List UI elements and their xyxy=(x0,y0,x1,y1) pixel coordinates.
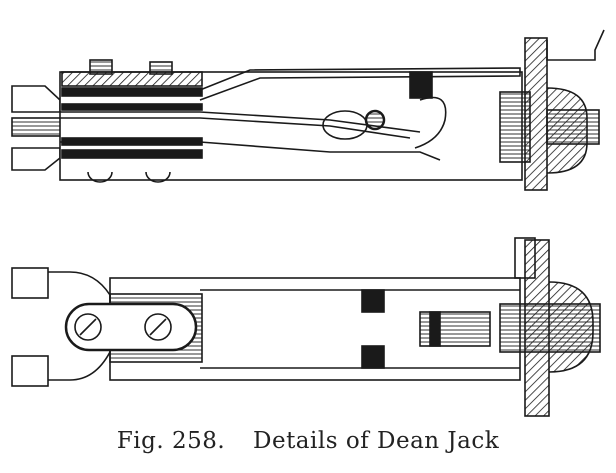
top-view xyxy=(11,237,601,417)
figure-title: Details of Dean Jack xyxy=(253,428,500,454)
side-section-view xyxy=(11,29,605,191)
figure-caption: Fig. 258. Details of Dean Jack xyxy=(0,428,616,454)
figure-number: Fig. 258. xyxy=(116,428,226,454)
dean-jack-drawing xyxy=(11,29,605,417)
